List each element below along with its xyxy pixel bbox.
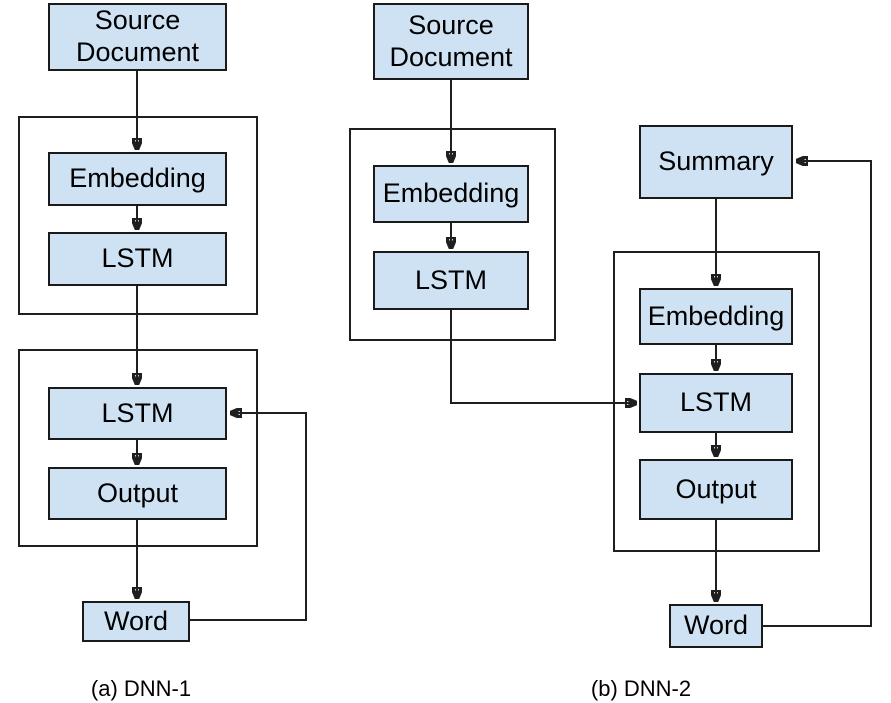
dnn2-encoder-lstm-node: LSTM <box>373 251 529 310</box>
dnn1-decoder-container <box>18 349 258 547</box>
dnn2-summary-node: Summary <box>639 125 793 199</box>
dnn1-embedding-node: Embedding <box>48 152 227 206</box>
dnn2-decoder-embedding-node: Embedding <box>639 288 793 345</box>
dnn2-decoder-container <box>613 251 820 552</box>
dnn2-decoder-lstm-node: LSTM <box>639 373 793 433</box>
dnn2-output-node: Output <box>639 459 793 520</box>
dnn2-encoder-container <box>349 128 556 341</box>
dnn1-word-node: Word <box>82 601 190 642</box>
dnn1-source-document-node: Source Document <box>48 3 227 71</box>
dnn2-caption: (b) DNN-2 <box>590 676 692 701</box>
dnn1-output-node: Output <box>48 467 227 520</box>
dnn2-encoder-embedding-node: Embedding <box>373 165 529 223</box>
dnn2-word-node: Word <box>669 604 763 648</box>
dnn1-encoder-lstm-node: LSTM <box>48 232 227 286</box>
dnn1-caption: (a) DNN-1 <box>90 676 192 701</box>
dnn2-source-document-node: Source Document <box>373 3 529 80</box>
dnn1-encoder-container <box>18 116 258 315</box>
dnn1-decoder-lstm-node: LSTM <box>48 387 227 440</box>
